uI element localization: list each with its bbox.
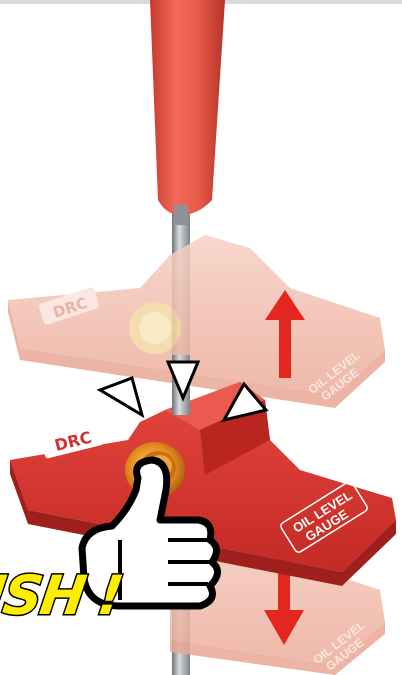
ghost-gauge-upper: DRC OIL LEVEL GAUGE xyxy=(8,235,385,408)
push-text: PUSH xyxy=(0,564,90,627)
motion-triangle-left xyxy=(100,378,142,415)
red-tool xyxy=(150,0,225,215)
push-callout: PUSH ! xyxy=(0,564,127,627)
tool-tip xyxy=(174,205,188,225)
